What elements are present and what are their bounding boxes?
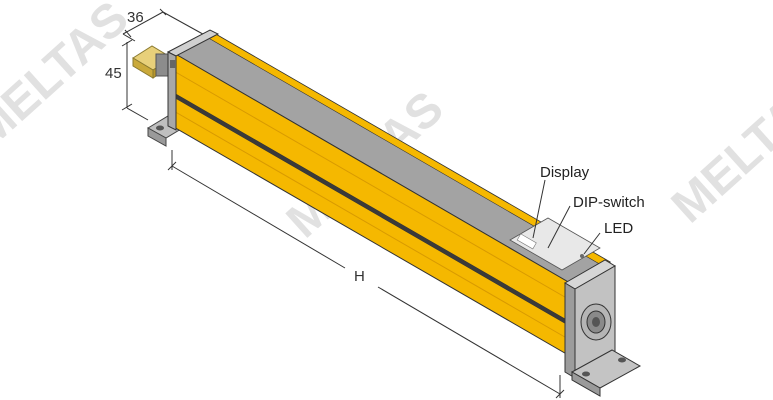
watermark-right: MELTAS xyxy=(662,67,773,234)
led-indicator xyxy=(580,254,584,258)
dimension-length xyxy=(167,150,565,399)
dimension-height-label: 45 xyxy=(105,65,122,82)
cable-connector xyxy=(132,45,173,79)
callout-dip-switch: DIP-switch xyxy=(573,194,645,211)
dimension-length-label: H xyxy=(354,268,365,285)
callout-leaders xyxy=(532,179,601,255)
callout-display: Display xyxy=(540,164,590,181)
left-end-cap xyxy=(166,29,220,131)
dimension-height xyxy=(121,39,149,121)
housing-front-upper xyxy=(171,51,571,323)
display-digits xyxy=(516,233,537,250)
dimension-width-label: 36 xyxy=(127,9,144,26)
callout-led: LED xyxy=(604,220,633,237)
svg-text:MELTAS: MELTAS xyxy=(662,67,773,234)
right-mounting-bracket xyxy=(570,349,642,397)
right-end-cap xyxy=(564,259,616,379)
housing-groove xyxy=(172,92,570,326)
